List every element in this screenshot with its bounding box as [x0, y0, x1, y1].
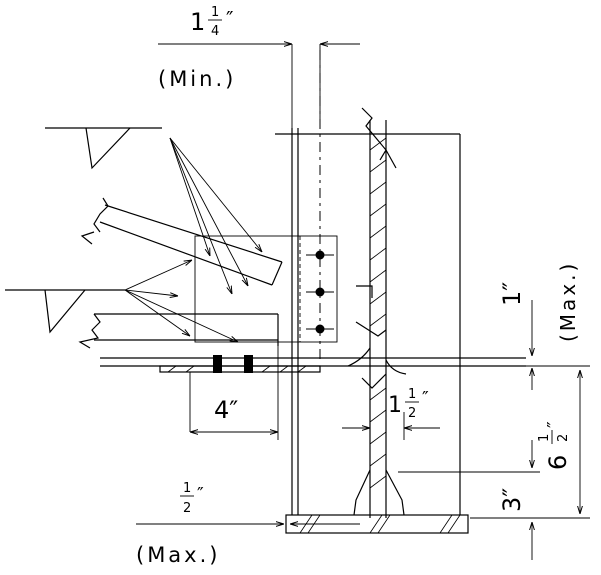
- lap-length-dimension: 4″: [189, 346, 279, 440]
- inclined-beam-lower: [78, 313, 279, 349]
- bottom-gap-den: 2: [183, 501, 191, 516]
- column-assembly: [275, 50, 469, 534]
- lower-height-dimension: 3″: [398, 440, 540, 560]
- overall-height-num: 1: [537, 434, 552, 442]
- top-clearance-dimension: 1 1 4 ″ (Min.): [158, 5, 360, 128]
- lower-height-label: 3″: [498, 488, 526, 512]
- weld-offset-den: 2: [408, 406, 416, 421]
- connection-plate: [194, 235, 338, 343]
- weld-offset-dimension: 1 1 2 ″: [342, 387, 440, 440]
- vertical-max-value: 1″: [498, 282, 526, 306]
- overall-height-dimension: 6 1 2 ″: [470, 365, 590, 519]
- vertical-max-dimension: 1″ (Max.): [498, 261, 580, 390]
- top-clearance-den: 4: [211, 24, 219, 39]
- shim-block: [244, 355, 253, 373]
- bottom-flange: [100, 355, 540, 373]
- top-clearance-whole: 1: [190, 8, 205, 36]
- overall-height-den: 2: [556, 434, 571, 442]
- vertical-max-note: (Max.): [556, 261, 580, 342]
- inclined-beam-upper: [80, 197, 283, 286]
- weld-offset-unit: ″: [422, 388, 429, 409]
- bottom-gap-unit: ″: [197, 484, 204, 505]
- leader-lines: [124, 137, 262, 342]
- ground-line-lower: [5, 289, 125, 334]
- overall-height-unit: ″: [544, 421, 565, 428]
- top-clearance-num: 1: [211, 5, 219, 20]
- top-clearance-note: (Min.): [158, 67, 236, 91]
- bottom-gap-note: (Max.): [136, 543, 220, 567]
- top-clearance-unit: ″: [226, 7, 233, 31]
- weld-offset-whole: 1: [388, 393, 402, 418]
- bottom-gap-dimension: 1 2 ″ (Max.): [136, 481, 360, 567]
- bolt-row: [306, 250, 334, 334]
- bottom-gap-num: 1: [183, 481, 191, 496]
- ground-line-upper: [45, 127, 162, 170]
- shim-block: [213, 355, 222, 373]
- overall-height-whole: 6: [544, 455, 572, 470]
- weld-offset-num: 1: [408, 387, 416, 402]
- lap-length-label: 4″: [214, 396, 238, 424]
